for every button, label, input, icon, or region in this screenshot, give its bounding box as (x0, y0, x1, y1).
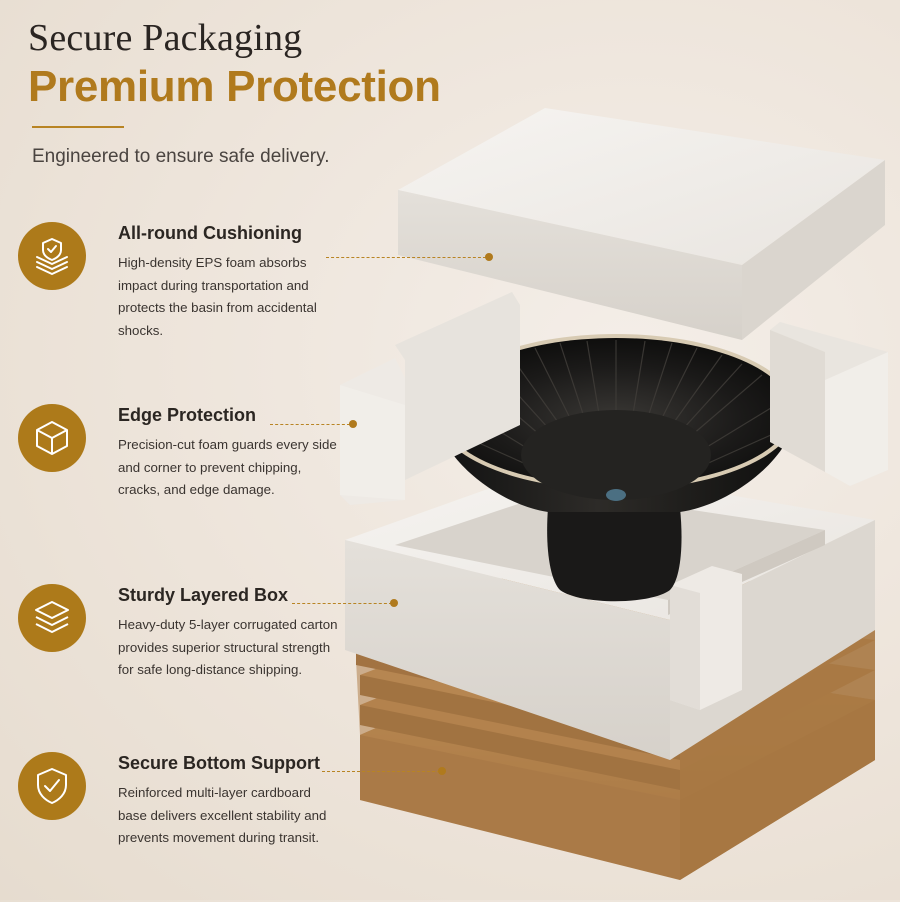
feature-description: Precision-cut foam guards every side and… (118, 437, 337, 497)
layers-icon (18, 584, 86, 652)
feature-cushioning: All-round Cushioning High-density EPS fo… (18, 222, 358, 372)
leader-dot-bottom (438, 767, 446, 775)
title-divider (32, 126, 124, 128)
title-line1: Secure Packaging (28, 17, 303, 59)
leader-dot-box (390, 599, 398, 607)
feature-title: Secure Bottom Support (118, 753, 321, 773)
shield-check-icon (18, 752, 86, 820)
feature-bottom-support: Secure Bottom Support Reinforced multi-l… (18, 752, 358, 902)
right-edge-guard (770, 322, 888, 486)
leader-line-cushioning (326, 257, 486, 258)
feature-description: Reinforced multi-layer cardboard base de… (118, 785, 327, 845)
title-line2: Premium Protection (28, 62, 441, 111)
layered-shield-icon (18, 222, 86, 290)
subtitle: Engineered to ensure safe delivery. (32, 146, 330, 167)
foam-lid (398, 108, 885, 340)
feature-layered-box: Sturdy Layered Box Heavy-duty 5-layer co… (18, 584, 358, 734)
basin (435, 334, 797, 602)
cube-icon (18, 404, 86, 472)
left-edge-guard (340, 292, 520, 505)
leader-line-box (292, 603, 392, 604)
feature-title: Sturdy Layered Box (118, 585, 289, 605)
leader-dot-edge (349, 420, 357, 428)
leader-line-bottom (322, 771, 440, 772)
leader-line-edge (270, 424, 350, 425)
feature-edge-protection: Edge Protection Precision-cut foam guard… (18, 404, 358, 554)
feature-title: All-round Cushioning (118, 223, 302, 243)
feature-description: High-density EPS foam absorbs impact dur… (118, 255, 317, 338)
leader-dot-cushioning (485, 253, 493, 261)
feature-title: Edge Protection (118, 405, 257, 425)
feature-description: Heavy-duty 5-layer corrugated carton pro… (118, 617, 338, 677)
